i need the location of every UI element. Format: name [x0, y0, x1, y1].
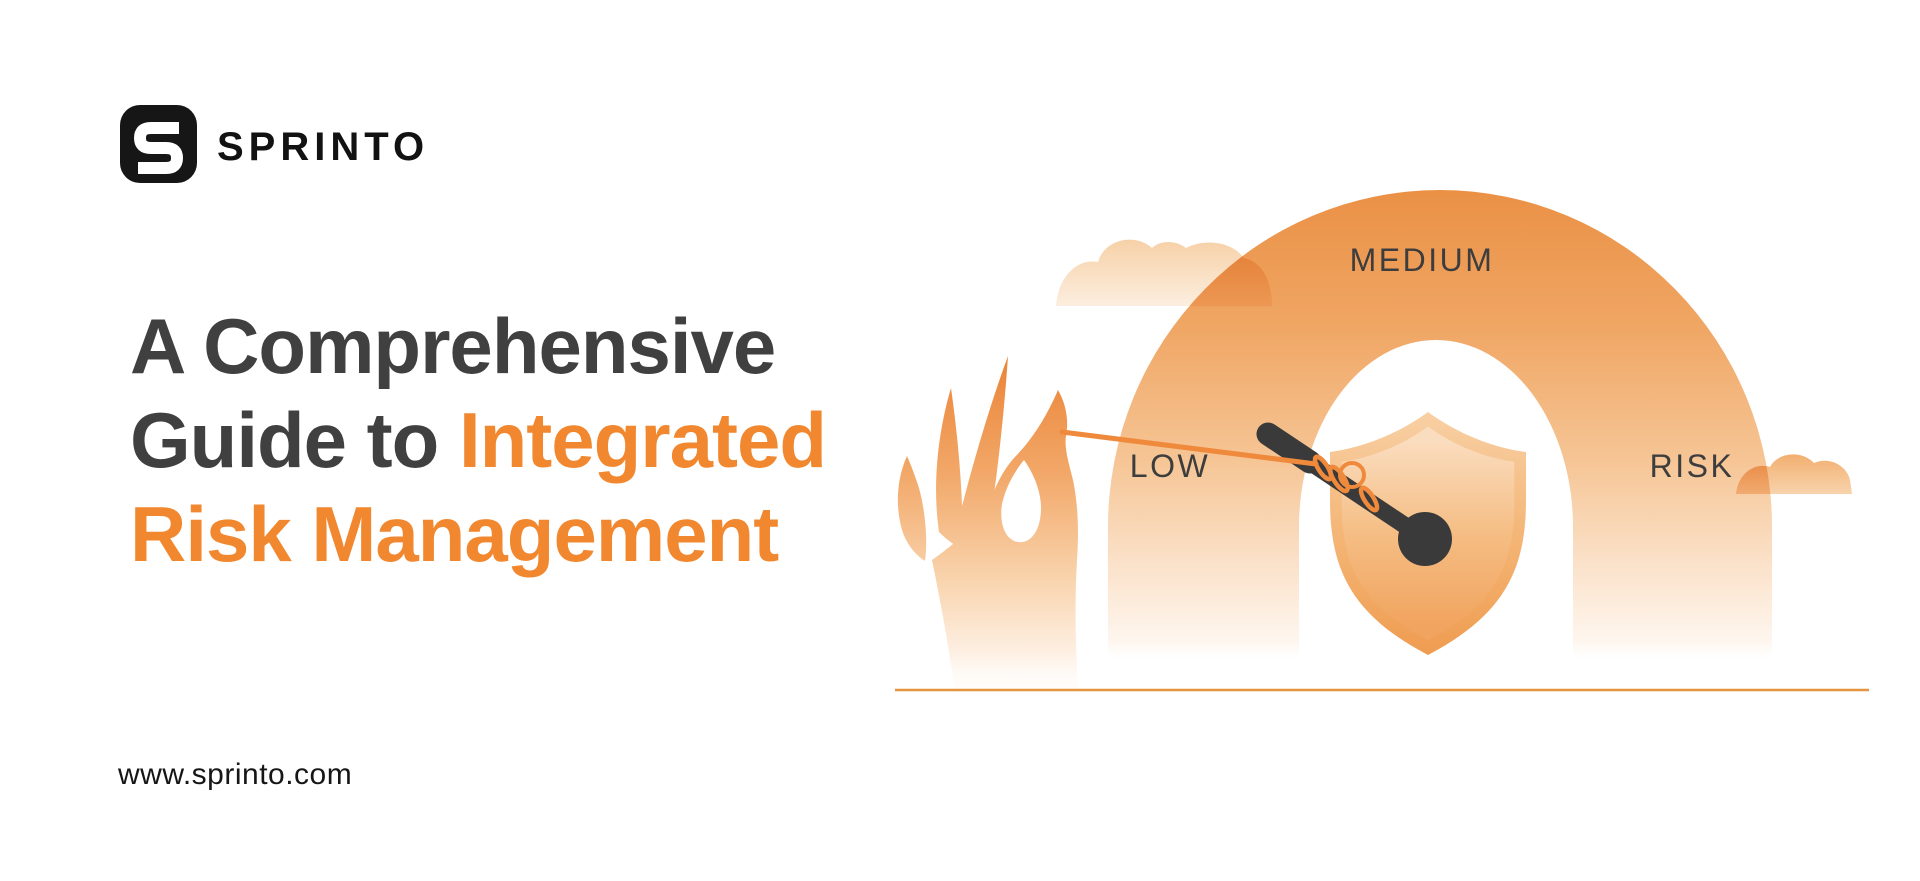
title-line-2: Guide to Integrated	[130, 393, 827, 487]
title-line2-dark: Guide to	[130, 396, 459, 484]
thread-rope	[1059, 429, 1380, 513]
logo-square-icon	[120, 105, 197, 183]
hand-palm	[932, 390, 1079, 702]
page-title: A Comprehensive Guide to Integrated Risk…	[130, 299, 827, 581]
rope-ring	[1312, 454, 1334, 482]
title-line2-highlight: Integrated	[458, 396, 827, 484]
cloud-right-icon	[1736, 454, 1852, 494]
title-line3-highlight: Risk Management	[130, 490, 779, 578]
needle-tip	[1256, 422, 1322, 474]
hand-finger-pinky	[897, 456, 927, 561]
hand-finger-ring	[936, 388, 963, 549]
title-line-1: A Comprehensive	[130, 302, 776, 390]
rope-ring	[1328, 464, 1350, 494]
gauge-label-risk: RISK	[1650, 448, 1735, 484]
hand-illustration	[897, 356, 1079, 702]
hand-teardrop-gap	[1001, 460, 1041, 543]
needle-pivot	[1398, 512, 1452, 566]
gauge-arch	[1108, 190, 1772, 660]
cloud-left-icon	[1056, 239, 1272, 306]
website-url: www.sprinto.com	[118, 758, 353, 791]
hand-finger-middle	[956, 356, 1008, 549]
logo-s-mark-icon	[133, 122, 184, 174]
gauge-label-low: LOW	[1130, 448, 1210, 484]
rope-ring	[1358, 485, 1380, 513]
gauge-label-medium: MEDIUM	[1350, 242, 1495, 278]
title-line-3: Risk Management	[130, 487, 826, 581]
logo-wordmark: SPRINTO	[217, 125, 430, 169]
